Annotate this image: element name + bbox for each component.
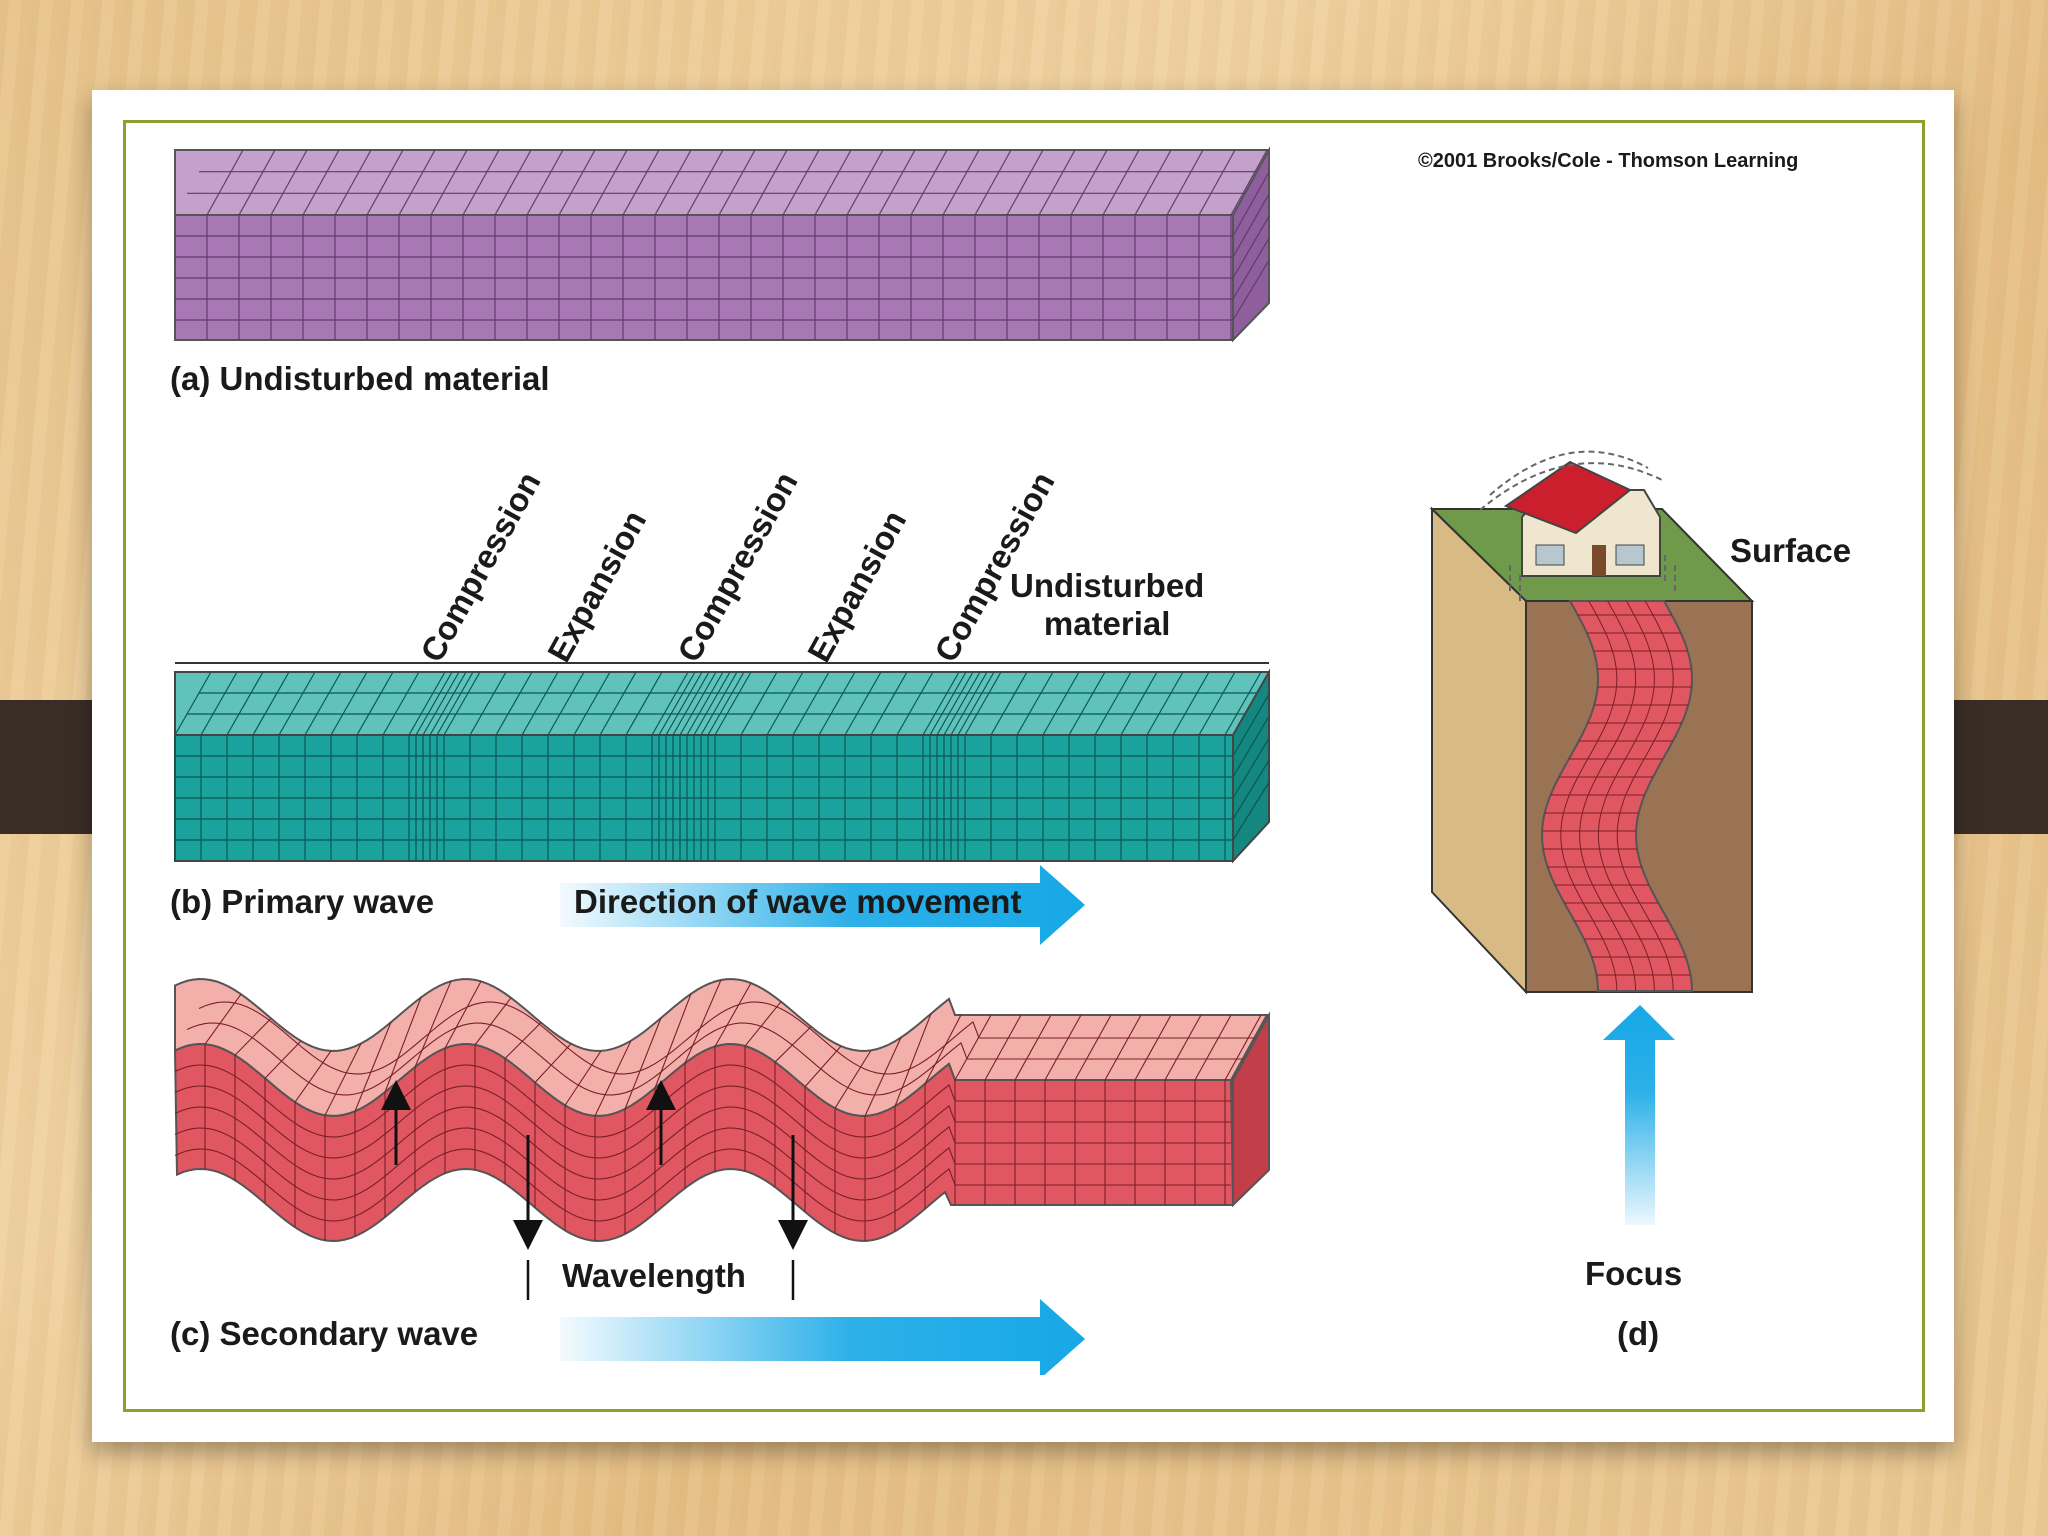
wavelength-label: Wavelength xyxy=(560,1257,748,1295)
slide-frame xyxy=(123,120,1925,1412)
secondary-direction-arrow xyxy=(560,1299,1085,1375)
primary-direction-arrow xyxy=(560,865,1085,945)
copyright-notice: ©2001 Brooks/Cole - Thomson Learning xyxy=(1418,150,1799,172)
undisturbed-block xyxy=(174,146,1270,343)
house-icon xyxy=(1479,450,1676,605)
surface-label: Surface xyxy=(1730,532,1852,569)
undisturbed-material-label: Undisturbed material xyxy=(1010,567,1205,642)
caption-panel-d: (d) xyxy=(1617,1315,1660,1352)
seismic-wave-diagram: ©2001 Brooks/Cole - Thomson Learning (a)… xyxy=(170,135,1860,1375)
primary-wave-block xyxy=(174,662,1270,864)
caption-undisturbed-material: (a) Undisturbed material xyxy=(170,360,550,397)
earth-block xyxy=(1429,506,1755,995)
caption-secondary-wave: (c) Secondary wave xyxy=(170,1315,479,1352)
focus-label: Focus xyxy=(1585,1255,1683,1292)
diagram-art xyxy=(173,146,1755,1375)
caption-primary-wave: (b) Primary wave xyxy=(170,883,435,920)
focus-arrow xyxy=(1603,1005,1675,1225)
secondary-wave-block xyxy=(173,977,1270,1300)
direction-of-wave-label: Direction of wave movement xyxy=(574,883,1022,920)
